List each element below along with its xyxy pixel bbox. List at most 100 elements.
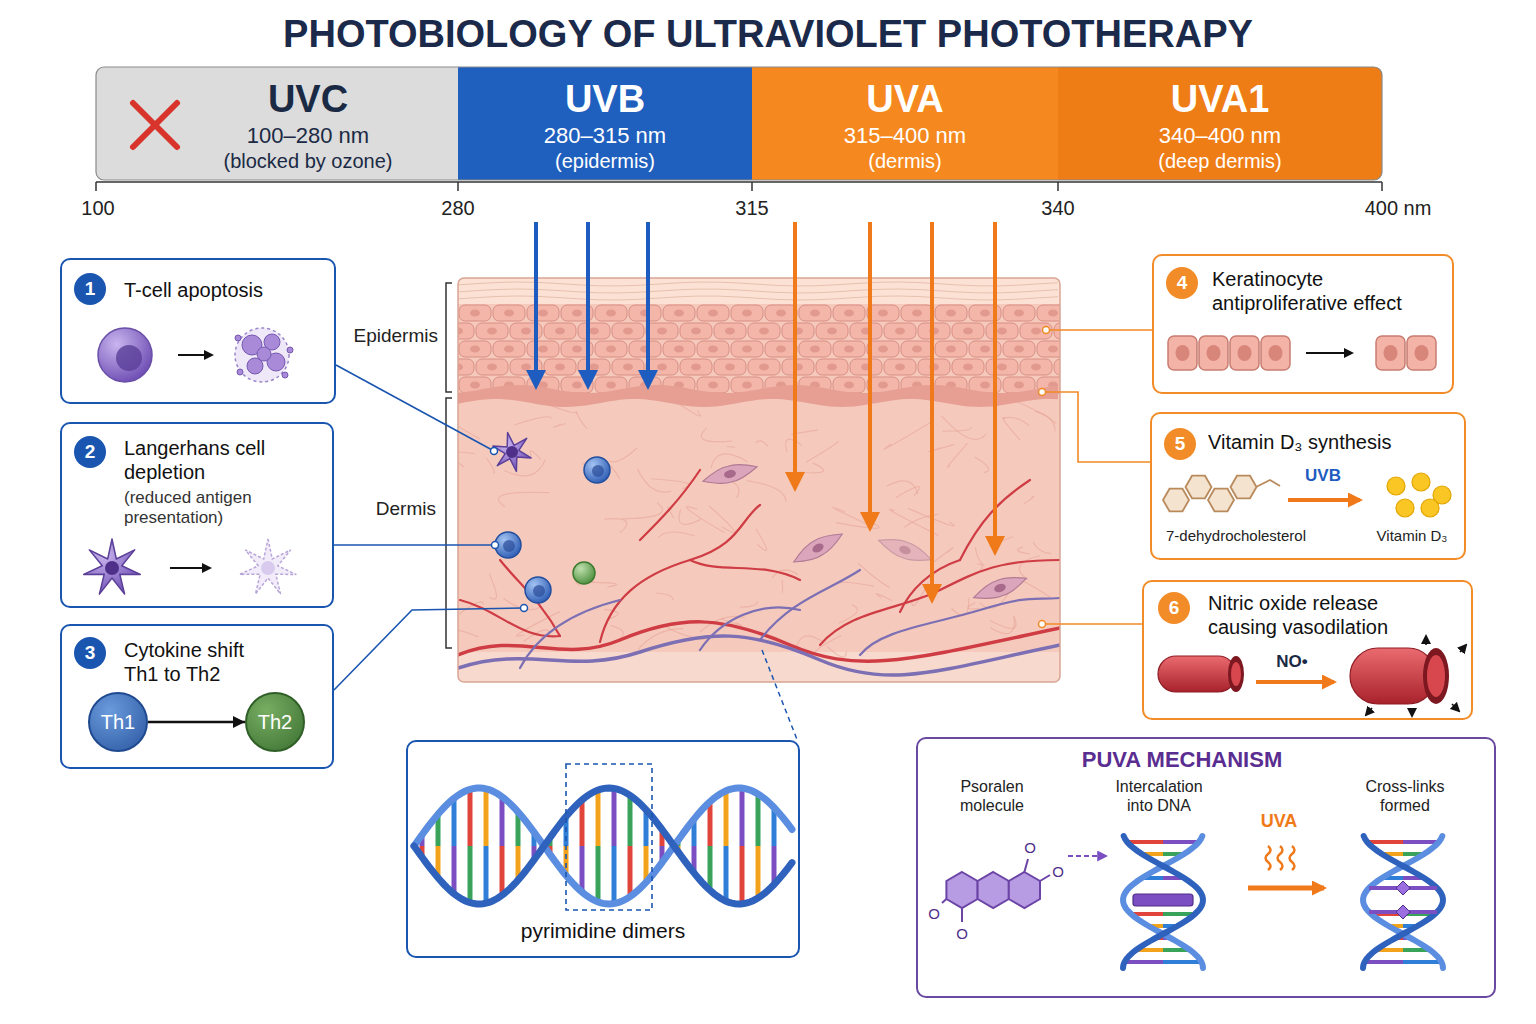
cell-nucleus <box>1031 328 1041 335</box>
keratinocyte <box>799 341 831 357</box>
cell-nucleus <box>470 346 480 353</box>
vitamin-d3-particle <box>1396 499 1414 517</box>
text-holder: 1 <box>74 273 106 305</box>
apoptotic-body <box>257 347 271 361</box>
cell-nucleus <box>993 582 1007 594</box>
keratinocyte <box>527 305 559 321</box>
cell-nucleus <box>776 310 786 317</box>
keratinocyte <box>748 323 780 339</box>
cell-nucleus <box>691 364 701 371</box>
cell-nucleus <box>811 542 825 555</box>
dilation-arrow <box>1452 704 1459 711</box>
cell-nucleus <box>742 310 752 317</box>
keratinocyte <box>629 341 661 357</box>
uvb-ray <box>646 222 650 386</box>
sterol-ring <box>1231 476 1257 499</box>
collagen-fiber <box>990 616 1016 628</box>
axis-line <box>96 181 1382 183</box>
blood-vessel <box>500 560 560 636</box>
collagen-fiber <box>941 416 986 440</box>
vitamin-d3-particle <box>1387 477 1405 495</box>
cell-nucleus <box>503 540 515 552</box>
text-holder: PUVA MECHANISM <box>1022 747 1342 773</box>
text-holder: (epidermis) <box>455 149 755 173</box>
keratinocyte <box>1020 323 1052 339</box>
base-pair <box>468 846 473 903</box>
cell-nucleus <box>506 446 518 458</box>
leader-line <box>334 544 495 546</box>
vitamin-d3-particle <box>1412 473 1430 491</box>
collagen-fiber <box>498 492 549 506</box>
depleted-langerhans-cell <box>240 539 297 594</box>
cell-nucleus <box>1238 345 1252 361</box>
vein <box>860 598 1060 655</box>
leader-line <box>1042 392 1150 462</box>
cell-nucleus <box>1269 345 1283 361</box>
collagen-fiber <box>932 547 953 563</box>
keratinocyte <box>731 341 763 357</box>
spectrum-outline <box>96 67 1382 180</box>
sterol-ring <box>1208 489 1234 512</box>
chemical-bond <box>1024 859 1028 872</box>
spectrum-band: UVA1340–400 nm(deep dermis) <box>1058 67 1382 180</box>
callout-digit: 6 <box>1169 597 1180 620</box>
box-text: Psoralen molecule <box>942 777 1042 815</box>
keratinocyte <box>935 305 967 321</box>
cell-nucleus <box>980 382 990 389</box>
keratinocyte <box>1003 305 1035 321</box>
keratinocyte <box>578 323 610 339</box>
cell-nucleus <box>895 364 905 371</box>
text-holder: 7-dehydrocholesterol <box>1156 527 1316 545</box>
keratinocyte <box>612 359 644 375</box>
cell-nucleus <box>708 310 718 317</box>
keratinocyte <box>493 305 525 321</box>
cell-nucleus <box>742 346 752 353</box>
callout-number: 1 <box>74 273 106 305</box>
base-pair <box>612 788 617 846</box>
text-holder: NO• <box>1262 652 1322 672</box>
fibroblast-body <box>790 527 847 569</box>
collagen-fiber <box>679 510 701 525</box>
cell-nucleus <box>912 310 922 317</box>
collagen-fiber <box>884 421 932 449</box>
collagen-fiber <box>458 452 475 467</box>
keratinocyte <box>714 323 746 339</box>
keratinocyte <box>952 323 984 339</box>
intercalated-psoralen <box>1133 894 1193 906</box>
collagen-fiber <box>798 463 824 473</box>
axis-tick <box>1381 182 1383 191</box>
cell-nucleus <box>691 328 701 335</box>
text-holder: O <box>1020 839 1040 857</box>
cross-link-node <box>1396 905 1410 919</box>
text-holder: Intercalation into DNA <box>1104 777 1214 815</box>
collagen-fiber <box>1003 418 1020 440</box>
keratinocyte <box>935 341 967 357</box>
collagen-fiber <box>887 481 918 494</box>
box-text: (reduced antigen presentation) <box>124 488 319 529</box>
base-pair <box>580 846 585 892</box>
keratinocyte <box>884 323 916 339</box>
layer-label: Epidermis <box>354 325 438 348</box>
mechanism-box: Nitric oxide release causing vasodilatio… <box>1142 580 1473 720</box>
collagen-fiber <box>622 503 663 519</box>
vessel-lumen <box>1423 648 1449 704</box>
text-holder: 280 <box>428 196 488 220</box>
collagen-fiber <box>1033 542 1051 554</box>
corneum-line <box>458 296 1058 300</box>
collagen-fiber <box>975 457 989 473</box>
fibroblast <box>876 533 934 567</box>
axis-label: 340 <box>1041 196 1074 220</box>
lymphocyte <box>584 457 610 483</box>
wavelength-range: 100–280 nm <box>247 123 369 149</box>
collagen-fiber <box>604 519 626 533</box>
base-pair <box>452 798 457 846</box>
uva-wave <box>1278 846 1283 870</box>
cell-nucleus <box>572 346 582 353</box>
uva-ray <box>930 222 934 600</box>
t-cell <box>98 328 152 382</box>
text-holder: (deep dermis) <box>1070 149 1370 173</box>
text-holder: O <box>1048 863 1068 881</box>
process-arrow <box>1256 680 1334 684</box>
band-name: UVB <box>565 77 645 123</box>
box-text: Cross-links formed <box>1350 777 1460 815</box>
